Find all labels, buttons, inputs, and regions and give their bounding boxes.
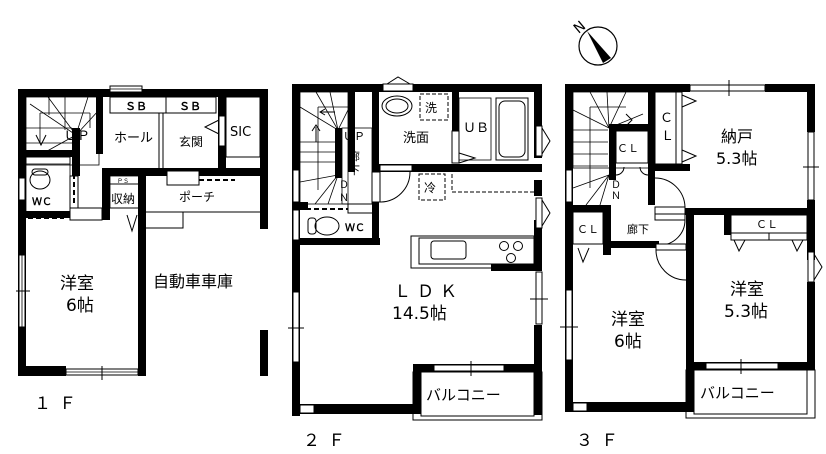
western-room-b-size: 5.3帖 bbox=[724, 302, 768, 322]
corridor-3f-label: 廊下 bbox=[627, 222, 649, 236]
corridor-2f-label-2: 下 bbox=[349, 164, 360, 177]
ldk-size: 14.5帖 bbox=[392, 304, 447, 324]
ps-label: ＰＳ bbox=[117, 178, 129, 185]
western-room-b-label: 洋室 bbox=[730, 280, 764, 300]
ldk-label: ＬＤＫ bbox=[394, 282, 463, 302]
storage-label: 収納 bbox=[111, 192, 135, 206]
hall-label: ホール bbox=[114, 131, 153, 146]
wc-2f-label: ＷＣ bbox=[345, 222, 365, 234]
fridge-label: 冷 bbox=[424, 181, 436, 195]
balcony-2f-label: バルコニー bbox=[426, 386, 501, 404]
floor-label-3f: ３Ｆ bbox=[576, 431, 626, 451]
floor-2f-plan bbox=[288, 76, 551, 421]
western-room-a-size: 6帖 bbox=[614, 332, 642, 352]
corridor-2f-label-1: 廊 bbox=[349, 149, 360, 163]
wc-1f-label: ＷＣ bbox=[32, 196, 52, 208]
stair-dn-2f-d: Ｄ bbox=[339, 180, 349, 191]
north-arrow-icon: N bbox=[571, 18, 618, 66]
washroom-label: 洗面 bbox=[403, 131, 429, 146]
western-room-1f-size: 6帖 bbox=[66, 296, 94, 316]
porch-label: ポーチ bbox=[179, 190, 215, 204]
garage-label: 自動車車庫 bbox=[153, 272, 233, 291]
closet-tall-l: Ｌ bbox=[661, 129, 674, 144]
stair-up-label: ＵＰ bbox=[64, 129, 90, 144]
stair-up-2f-label: ＵＰ bbox=[343, 130, 365, 143]
unit-bath-label: ＵＢ bbox=[463, 121, 489, 136]
shoe-box-1-label: ＳＢ bbox=[125, 100, 147, 113]
floor-3f-plan bbox=[560, 80, 823, 419]
closet-left-label: ＣＬ bbox=[577, 223, 599, 236]
floor-label-2f: ２Ｆ bbox=[303, 431, 353, 451]
closet-mid-label: ＣＬ bbox=[617, 142, 639, 155]
shoe-box-2-label: ＳＢ bbox=[179, 100, 201, 113]
closet-tall-c: Ｃ bbox=[660, 111, 673, 126]
sic-label: SIC bbox=[230, 125, 251, 140]
floor-1f-plan bbox=[16, 85, 268, 380]
storeroom-size: 5.3帖 bbox=[716, 149, 757, 168]
washer-label: 洗 bbox=[425, 101, 437, 115]
floor-label-1f: １Ｆ bbox=[34, 394, 84, 414]
stair-dn-2f-n: Ｎ bbox=[339, 193, 349, 204]
stair-dn-3f-n: Ｎ bbox=[611, 191, 621, 202]
entrance-label: 玄関 bbox=[179, 134, 203, 149]
western-room-1f-label: 洋室 bbox=[60, 274, 94, 294]
stair-dn-3f-d: Ｄ bbox=[611, 180, 621, 191]
storeroom-label: 納戸 bbox=[721, 127, 753, 146]
western-room-a-label: 洋室 bbox=[611, 310, 645, 330]
closet-right-label: ＣＬ bbox=[756, 218, 778, 231]
balcony-3f-label: バルコニー bbox=[700, 384, 775, 402]
